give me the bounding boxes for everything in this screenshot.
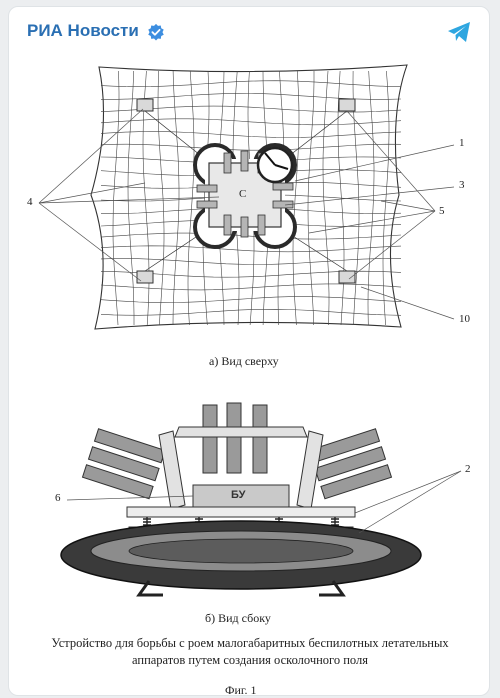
- net-line: [307, 71, 315, 326]
- net-line: [100, 308, 402, 316]
- net-line: [100, 118, 402, 126]
- net-line: [100, 258, 402, 265]
- side-view-drawing: [60, 402, 462, 597]
- hub-letter: С: [239, 188, 247, 200]
- label-5: 5: [439, 205, 445, 217]
- net-line: [100, 296, 402, 303]
- label-4: 4: [27, 196, 33, 208]
- patent-figure: 1 3 4 5 10 С а) Вид сверху БУ 2 6 б) Вид…: [9, 55, 489, 696]
- leader-lines: [38, 108, 455, 320]
- telegram-icon[interactable]: [447, 21, 471, 43]
- net-line: [322, 70, 330, 326]
- figure-number: Фиг. 1: [225, 683, 257, 696]
- net-line: [172, 70, 180, 326]
- top-view-drawing: [38, 64, 455, 330]
- launcher-frame: [158, 426, 324, 510]
- net-line: [112, 70, 120, 326]
- label-2: 2: [465, 463, 471, 475]
- control-unit-label: БУ: [231, 489, 246, 501]
- post-card: РИА Новости: [8, 6, 490, 696]
- tension-lines: [144, 110, 348, 272]
- net-line: [292, 70, 300, 326]
- label-6: 6: [55, 492, 61, 504]
- side-view-caption: б) Вид сбоку: [205, 611, 271, 625]
- verified-badge-icon: [148, 23, 164, 41]
- net-line: [100, 80, 402, 88]
- net-line: [100, 143, 402, 151]
- net-line: [382, 70, 390, 326]
- net-line: [157, 70, 165, 326]
- net-line: [100, 283, 402, 291]
- launch-tubes-side: [81, 402, 393, 500]
- side-leader-lines: [66, 470, 462, 534]
- figure-description: Устройство для борьбы с роем малогабарит…: [51, 636, 449, 667]
- label-1: 1: [459, 137, 465, 149]
- landing-skids: [136, 580, 346, 597]
- post-header: РИА Новости: [9, 7, 489, 57]
- net-line: [100, 232, 402, 240]
- net-line: [127, 70, 135, 325]
- top-view-caption: а) Вид сверху: [209, 354, 279, 368]
- net-line: [100, 131, 402, 138]
- net-line: [352, 70, 360, 326]
- net-line: [367, 70, 375, 326]
- label-3: 3: [459, 179, 465, 191]
- label-10: 10: [459, 313, 470, 325]
- fragment-net-outline: [90, 64, 408, 330]
- upper-platform: [126, 506, 356, 518]
- net-line: [100, 245, 402, 253]
- patent-drawing: [38, 64, 462, 597]
- channel-name[interactable]: РИА Новости: [27, 21, 139, 40]
